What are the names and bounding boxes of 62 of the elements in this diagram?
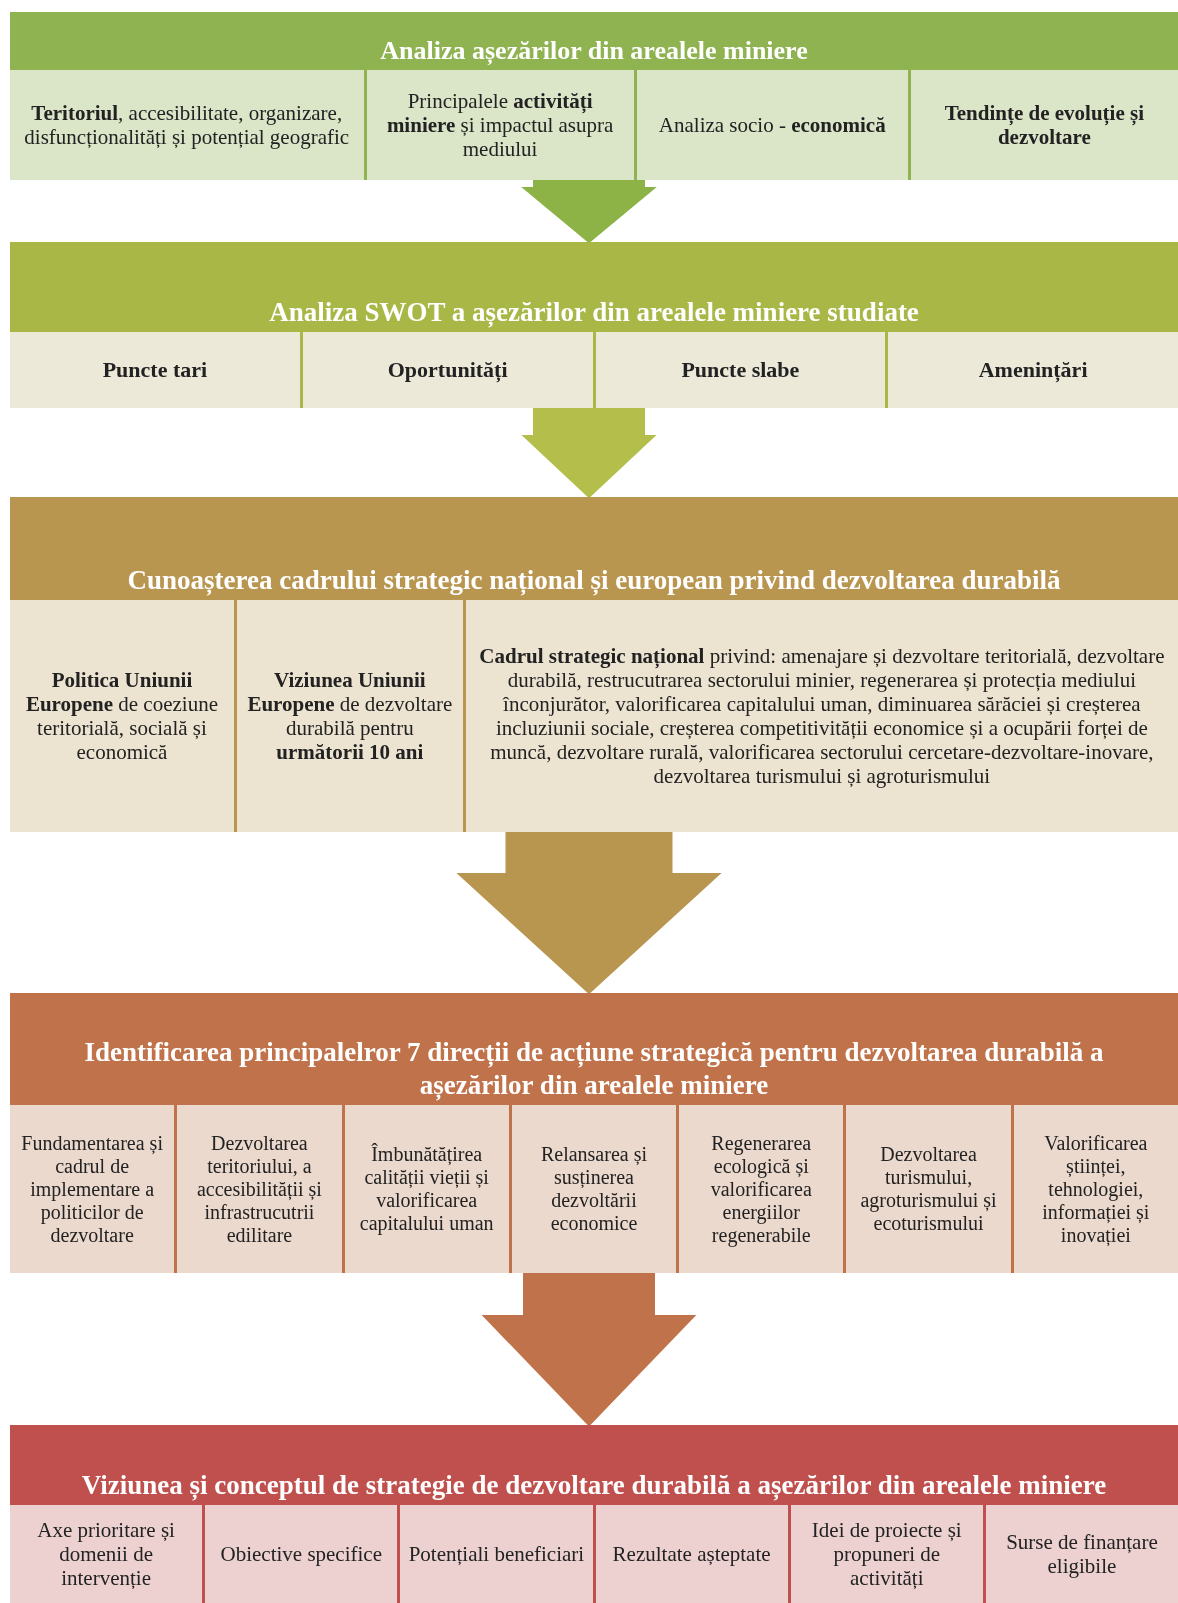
topic-cell [302,332,593,408]
topic-cell [400,1505,593,1603]
cell-text: Dezvoltarea turismului, agroturismului și ecoturismului [859,1143,998,1235]
stage-band [10,242,1178,408]
cell-text: Principalele activități miniere și impactul asupra mediului [385,88,615,162]
topic-cell [205,1505,398,1603]
topic-cell [511,1105,677,1273]
topic-cell [910,70,1178,180]
topic-cell [10,1105,175,1273]
stage-band [10,1425,1178,1603]
band-heading: Identificarea principalelror 7 direcții de acțiune strategică pentru dezvoltarea durabilă a așezărilor din arealele miniere [83,1036,1105,1101]
band-heading: Analiza așezărilor din arealele miniere [380,34,808,66]
topic-cell [679,1105,844,1273]
topic-cell [177,1105,342,1273]
cell-text: Îmbunătățirea calității vieții și valorificarea capitalului uman [358,1143,495,1235]
cell-text: Politica Uniunii Europene de coeziune teritorială, socială și economică [24,667,219,765]
cell-text: Regenerarea ecologică și valorificarea energiilor regenerabile [709,1131,813,1247]
stage-band [10,497,1178,832]
topic-cell [790,1505,983,1603]
topic-cell [985,1505,1178,1603]
cell-text: Idei de proiecte și propuneri de activități [810,1517,963,1591]
stage-band [10,993,1178,1273]
topic-cell [888,332,1178,408]
cell-text: Relansarea și susținerea dezvoltării economice [539,1143,648,1235]
cell-text: Valorificarea științei, tehnologiei, informației și inovației [1041,1131,1151,1247]
cell-text: Analiza socio - economică [658,112,886,138]
cell-text: Potențiali beneficiari [408,1541,585,1567]
topic-cell [595,332,886,408]
topic-cell [465,600,1178,832]
topic-cell [636,70,908,180]
band-heading: Analiza SWOT a așezărilor din arealele miniere studiate [269,295,919,328]
cell-text: Puncte tari [102,357,208,383]
topic-cell [1013,1105,1178,1273]
topic-cell [595,1505,788,1603]
cell-text: Teritoriul, accesibilitate, organizare, disfuncționalități și potențial geografic [23,100,351,150]
stage-band [10,12,1178,180]
topic-cell [366,70,634,180]
cell-text: Oportunități [387,357,508,383]
topic-cell [10,332,300,408]
flow-arrow [456,831,722,995]
cell-text: Rezultate așteptate [612,1541,771,1567]
cell-text: Dezvoltarea teritoriului, a accesibilității și infrastrucutrii edilitare [195,1131,323,1247]
topic-cell [236,600,463,832]
topic-cell [10,600,234,832]
topic-cell [10,70,364,180]
cell-text: Obiective specifice [220,1541,382,1567]
cell-text: Surse de finanțare eligibile [1005,1529,1159,1579]
topic-cell [846,1105,1011,1273]
topic-cell [10,1505,203,1603]
flow-arrow [521,179,657,244]
cell-text: Viziunea Uniunii Europene de dezvoltare durabilă pentru următorii 10 ani [246,667,454,765]
cell-text: Puncte slabe [681,357,800,383]
cell-text: Tendințe de evoluție și dezvoltare [943,100,1146,150]
band-heading: Cunoașterea cadrului strategic național și european privind dezvoltarea durabilă [127,563,1061,596]
cell-text: Fundamentarea și cadrul de implementare a politicilor de dezvoltare [20,1131,164,1247]
topic-cell [344,1105,509,1273]
cell-text: Amenințări [978,357,1088,383]
band-heading: Viziunea și conceptul de strategie de dezvoltare durabilă a așezărilor din arealele miniere [81,1468,1107,1501]
flow-arrow [481,1272,697,1427]
cell-text: Axe prioritare și domenii de intervenție [36,1517,176,1591]
flow-arrow [521,407,657,499]
cell-text: Cadrul strategic național privind: amenajare și dezvoltare teritorială, dezvoltare durabilă, restrucutrarea sectorului minier, regenerarea și protecția mediului înconjurător, valorificarea capitalului uman, diminuarea sărăciei și creșterea incluziunii sociale, creșterea competitivității economice și a ocupării forței de muncă, dezvoltare rurală, valorificarea sectorului cercetare-dezvoltare-inovare, dezvoltarea turismului și agroturismului [478,643,1166,789]
